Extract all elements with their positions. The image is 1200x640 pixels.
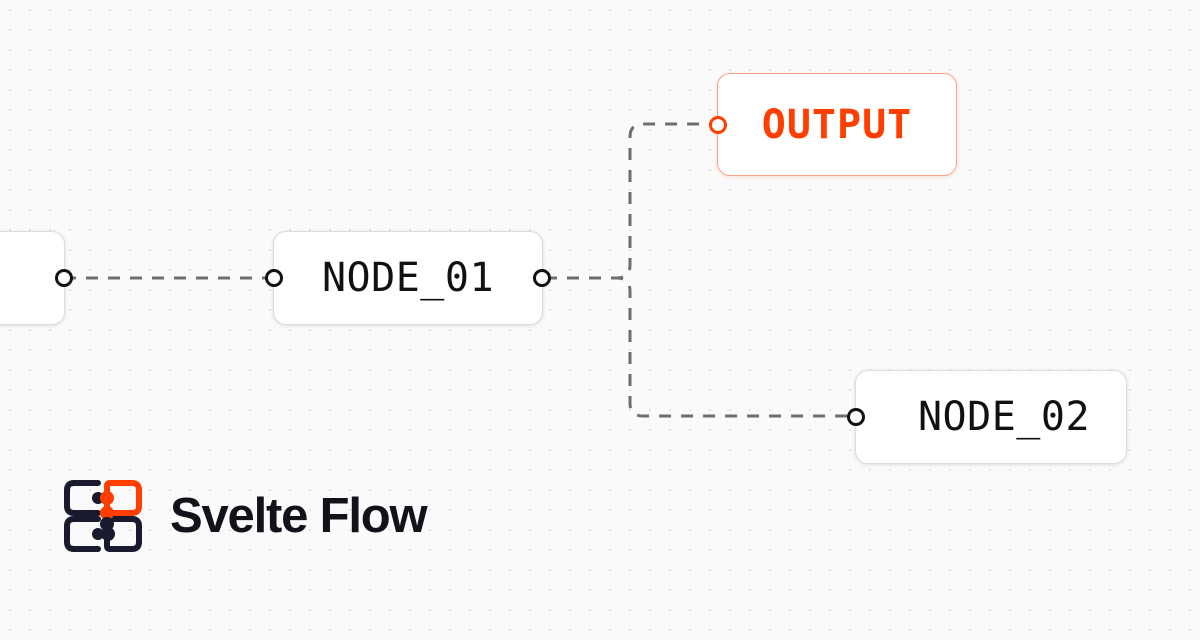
edge-node01-to-output xyxy=(545,122,714,280)
node-01-target-handle[interactable] xyxy=(265,269,283,287)
node-02-target-handle[interactable] xyxy=(847,408,865,426)
node-node-02[interactable]: NODE_02 xyxy=(847,370,1127,464)
node-node-01[interactable]: NODE_01 xyxy=(265,231,551,325)
node-02-label: NODE_02 xyxy=(917,394,1091,440)
node-left-source-handle[interactable] xyxy=(55,269,73,287)
svelte-flow-logo-text: Svelte Flow xyxy=(170,488,428,543)
node-output-target-handle[interactable] xyxy=(709,115,727,134)
node-left-clipped[interactable] xyxy=(0,231,73,325)
node-output[interactable]: OUTPUT xyxy=(709,73,957,176)
svelte-flow-logo[interactable]: Svelte Flow xyxy=(62,478,428,554)
node-01-source-handle[interactable] xyxy=(533,269,551,287)
node-output-label: OUTPUT xyxy=(761,101,913,148)
node-01-label: NODE_01 xyxy=(321,255,495,301)
svelte-flow-logo-mark-icon xyxy=(64,480,142,552)
edge-node01-to-node02 xyxy=(545,276,852,418)
